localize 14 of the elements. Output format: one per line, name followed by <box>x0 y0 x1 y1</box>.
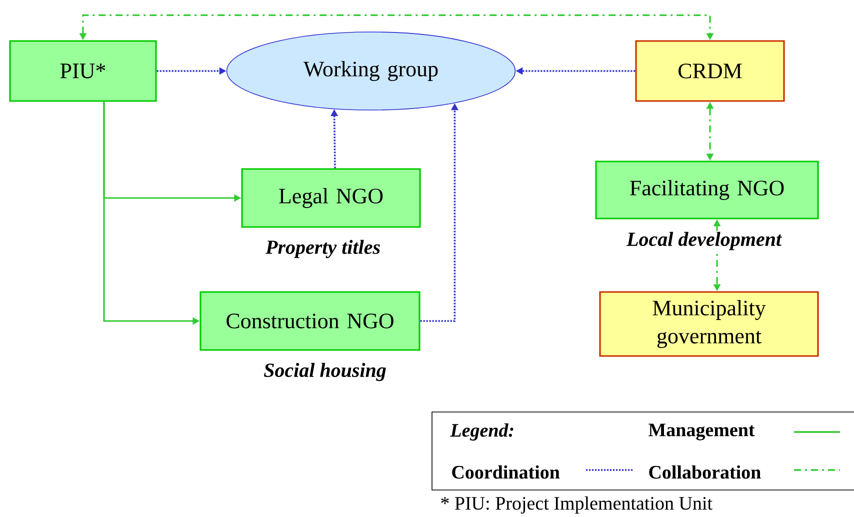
footnote: * PIU: Project Implementation Unit <box>441 496 712 514</box>
caption: Local development <box>626 230 782 252</box>
legend-label: Collaboration <box>649 465 761 479</box>
process-box: Legal NGO <box>241 168 421 228</box>
process-box: Construction NGO <box>200 291 420 351</box>
caption: Property titles <box>264 238 382 260</box>
process-box: PIU* <box>9 40 157 102</box>
legend-label: Coordination <box>452 465 560 479</box>
caption: Social housing <box>262 362 388 382</box>
legend-label: Management <box>648 424 755 440</box>
legend-title: Legend: <box>450 423 514 441</box>
process-box: CRDM <box>635 40 785 102</box>
process-box: Municipality government <box>599 291 819 357</box>
process-box: Facilitating NGO <box>595 160 819 220</box>
